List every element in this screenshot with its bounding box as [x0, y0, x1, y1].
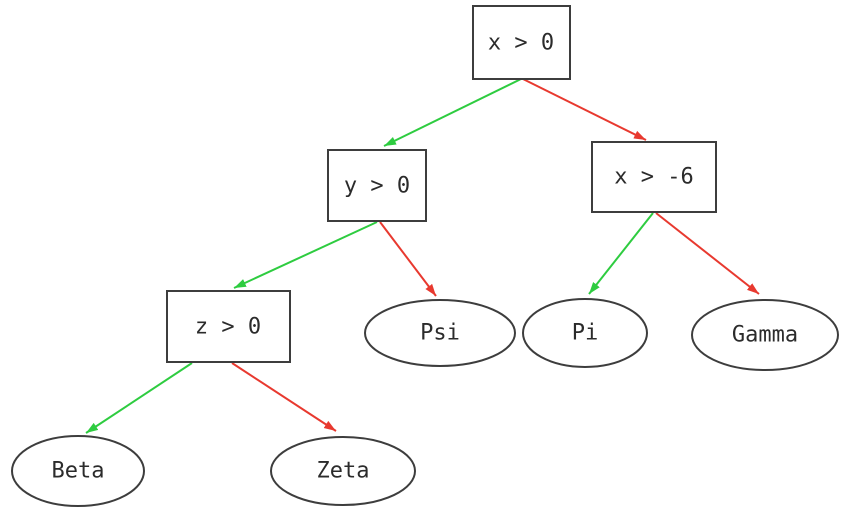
edge-xm6-to-gamma-false [655, 212, 760, 295]
edge-xm6-to-pi-true [588, 212, 654, 295]
leaf-node-beta-ellipse [11, 435, 145, 507]
leaf-node-beta-label: Beta [52, 459, 105, 484]
decision-node-x0-label: x > 0 [488, 31, 554, 56]
leaf-node-zeta-label: Zeta [317, 459, 370, 484]
decision-node-z0-box [166, 290, 291, 363]
leaf-node-gamma-ellipse [691, 299, 839, 371]
edge-z0-to-zeta-false [231, 362, 337, 432]
leaf-node-psi-ellipse [364, 299, 516, 367]
decision-node-xm6-label: x > -6 [614, 165, 693, 190]
decision-node-y0-box [327, 149, 427, 222]
leaf-node-psi-label: Psi [420, 321, 460, 346]
leaf-node-pi-label: Pi [572, 321, 599, 346]
edge-x0-to-xm6-false [522, 78, 647, 141]
decision-node-y0-label: y > 0 [344, 174, 410, 199]
decision-node-xm6-box [591, 141, 717, 213]
edge-z0-to-beta-true [85, 362, 193, 434]
leaf-node-gamma-label: Gamma [732, 323, 798, 348]
edge-y0-to-psi-false [379, 221, 437, 297]
leaf-node-pi-ellipse [522, 298, 648, 368]
decision-node-x0-box [472, 5, 571, 80]
decision-node-z0-label: z > 0 [195, 315, 261, 340]
edges [85, 78, 760, 434]
edge-x0-to-y0-true [383, 78, 522, 147]
leaf-node-zeta-ellipse [270, 436, 416, 506]
nodes: x > 0 y > 0 x > -6 z > 0 Psi Pi Gamma Be… [11, 5, 839, 507]
edge-y0-to-z0-true [233, 221, 378, 289]
